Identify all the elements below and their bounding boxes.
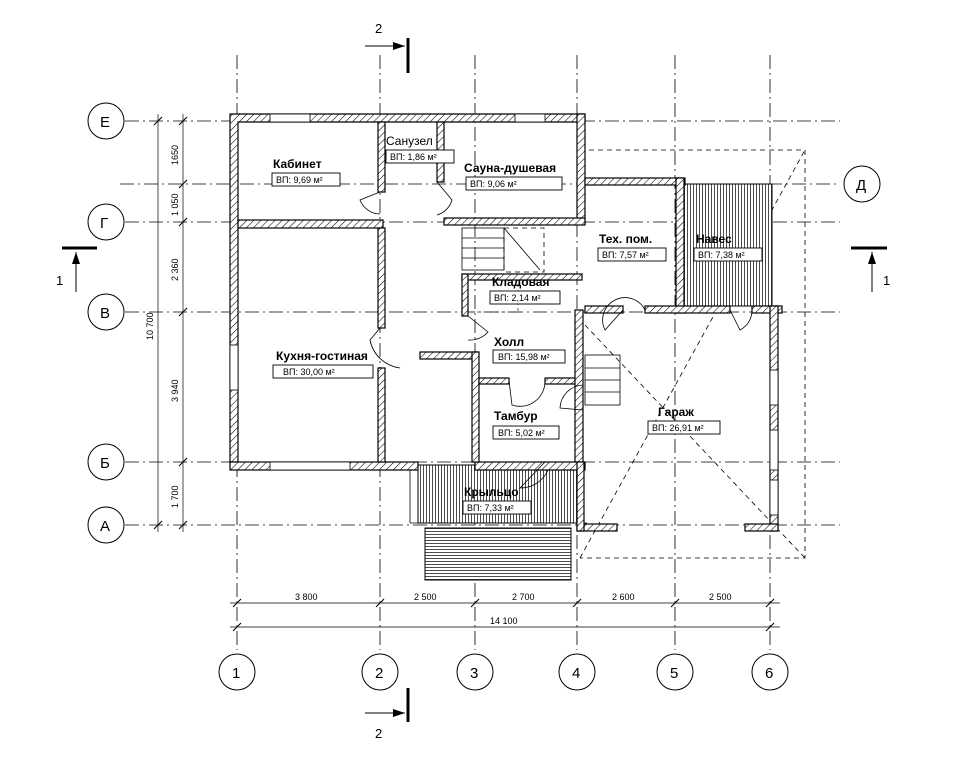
- svg-text:2 500: 2 500: [414, 592, 437, 602]
- svg-text:1: 1: [232, 665, 240, 682]
- section-1-left: 1: [56, 246, 97, 292]
- svg-text:Кладовая: Кладовая: [492, 275, 549, 289]
- dimensions-bottom: 3 800 2 500 2 700 2 600 2 500 14 100: [230, 592, 780, 632]
- svg-text:1: 1: [56, 273, 63, 288]
- room-kladovaya: Кладовая ВП: 2,14 м²: [489, 275, 561, 305]
- svg-text:ВП: 5,02 м²: ВП: 5,02 м²: [498, 428, 545, 438]
- svg-text:3 800: 3 800: [295, 592, 318, 602]
- svg-text:Тамбур: Тамбур: [494, 409, 538, 423]
- svg-text:2 700: 2 700: [512, 592, 535, 602]
- svg-text:ВП: 9,69 м²: ВП: 9,69 м²: [276, 175, 323, 185]
- svg-text:10 700: 10 700: [145, 312, 155, 340]
- svg-text:2: 2: [375, 21, 382, 36]
- svg-text:3 940: 3 940: [170, 379, 180, 402]
- svg-text:ВП: 30,00 м²: ВП: 30,00 м²: [283, 367, 335, 377]
- room-sanuzel: Санузел ВП: 1,86 м²: [385, 134, 455, 164]
- room-krylco: Крыльцо ВП: 7,33 м²: [462, 485, 532, 515]
- svg-text:2 600: 2 600: [612, 592, 635, 602]
- svg-text:1 700: 1 700: [170, 485, 180, 508]
- svg-text:Д: Д: [856, 177, 866, 194]
- walls: [229, 113, 783, 532]
- svg-text:А: А: [100, 518, 110, 535]
- dimensions-left: 1650 1 050 2 360 3 940 1 700 10 700: [145, 114, 188, 532]
- svg-text:Навес: Навес: [696, 232, 732, 246]
- svg-text:2: 2: [375, 665, 383, 682]
- svg-text:Санузел: Санузел: [386, 134, 433, 148]
- svg-text:ВП: 26,91 м²: ВП: 26,91 м²: [652, 423, 704, 433]
- room-garazh: Гараж ВП: 26,91 м²: [647, 405, 721, 435]
- svg-text:ВП: 9,06 м²: ВП: 9,06 м²: [470, 179, 517, 189]
- svg-text:Е: Е: [100, 114, 110, 131]
- svg-text:В: В: [100, 305, 110, 322]
- room-kabinet: Кабинет ВП: 9,69 м²: [271, 157, 341, 187]
- svg-text:Крыльцо: Крыльцо: [464, 485, 519, 499]
- svg-text:2 360: 2 360: [170, 258, 180, 281]
- svg-text:ВП: 7,33 м²: ВП: 7,33 м²: [467, 503, 514, 513]
- section-1-right: 1: [851, 246, 890, 292]
- svg-text:14 100: 14 100: [490, 616, 518, 626]
- svg-text:Кабинет: Кабинет: [273, 157, 322, 171]
- svg-text:Гараж: Гараж: [658, 405, 694, 419]
- axis-bubbles-bottom: 1 2 3 4 5 6: [218, 653, 789, 691]
- room-sauna: Сауна-душевая ВП: 9,06 м²: [464, 161, 563, 191]
- axis-bubbles-left: Е Д Г В Б А: [87, 102, 881, 544]
- section-2-bottom: 2: [365, 688, 410, 741]
- porch: [409, 464, 587, 581]
- svg-text:Сауна-душевая: Сауна-душевая: [464, 161, 556, 175]
- canopy-decking: [683, 183, 773, 307]
- room-naves: Навес ВП: 7,38 м²: [693, 232, 763, 262]
- svg-text:Г: Г: [100, 215, 108, 232]
- room-tech: Тех. пом. ВП: 7,57 м²: [597, 232, 667, 262]
- room-labels: Кабинет ВП: 9,69 м² Санузел ВП: 1,86 м² …: [271, 134, 763, 515]
- svg-text:1: 1: [883, 273, 890, 288]
- section-2-top: 2: [365, 21, 410, 73]
- svg-text:Б: Б: [100, 455, 110, 472]
- svg-text:6: 6: [765, 665, 773, 682]
- room-tambur: Тамбур ВП: 5,02 м²: [492, 409, 560, 440]
- svg-text:3: 3: [470, 665, 478, 682]
- svg-text:Кухня-гостиная: Кухня-гостиная: [276, 349, 368, 363]
- svg-text:ВП: 7,38 м²: ВП: 7,38 м²: [698, 250, 745, 260]
- svg-text:ВП: 1,86 м²: ВП: 1,86 м²: [390, 152, 437, 162]
- svg-text:2 500: 2 500: [709, 592, 732, 602]
- svg-text:4: 4: [572, 665, 580, 682]
- svg-text:ВП: 2,14 м²: ВП: 2,14 м²: [494, 293, 541, 303]
- svg-text:5: 5: [670, 665, 678, 682]
- svg-text:ВП: 7,57 м²: ВП: 7,57 м²: [602, 250, 649, 260]
- svg-text:2: 2: [375, 726, 382, 741]
- svg-text:1 050: 1 050: [170, 193, 180, 216]
- svg-text:1650: 1650: [170, 145, 180, 165]
- room-kukhnya: Кухня-гостиная ВП: 30,00 м²: [272, 349, 374, 379]
- svg-text:ВП: 15,98 м²: ВП: 15,98 м²: [498, 352, 550, 362]
- doors: [359, 181, 753, 489]
- svg-text:Холл: Холл: [494, 335, 524, 349]
- room-holl: Холл ВП: 15,98 м²: [492, 335, 566, 364]
- svg-text:Тех. пом.: Тех. пом.: [599, 232, 652, 246]
